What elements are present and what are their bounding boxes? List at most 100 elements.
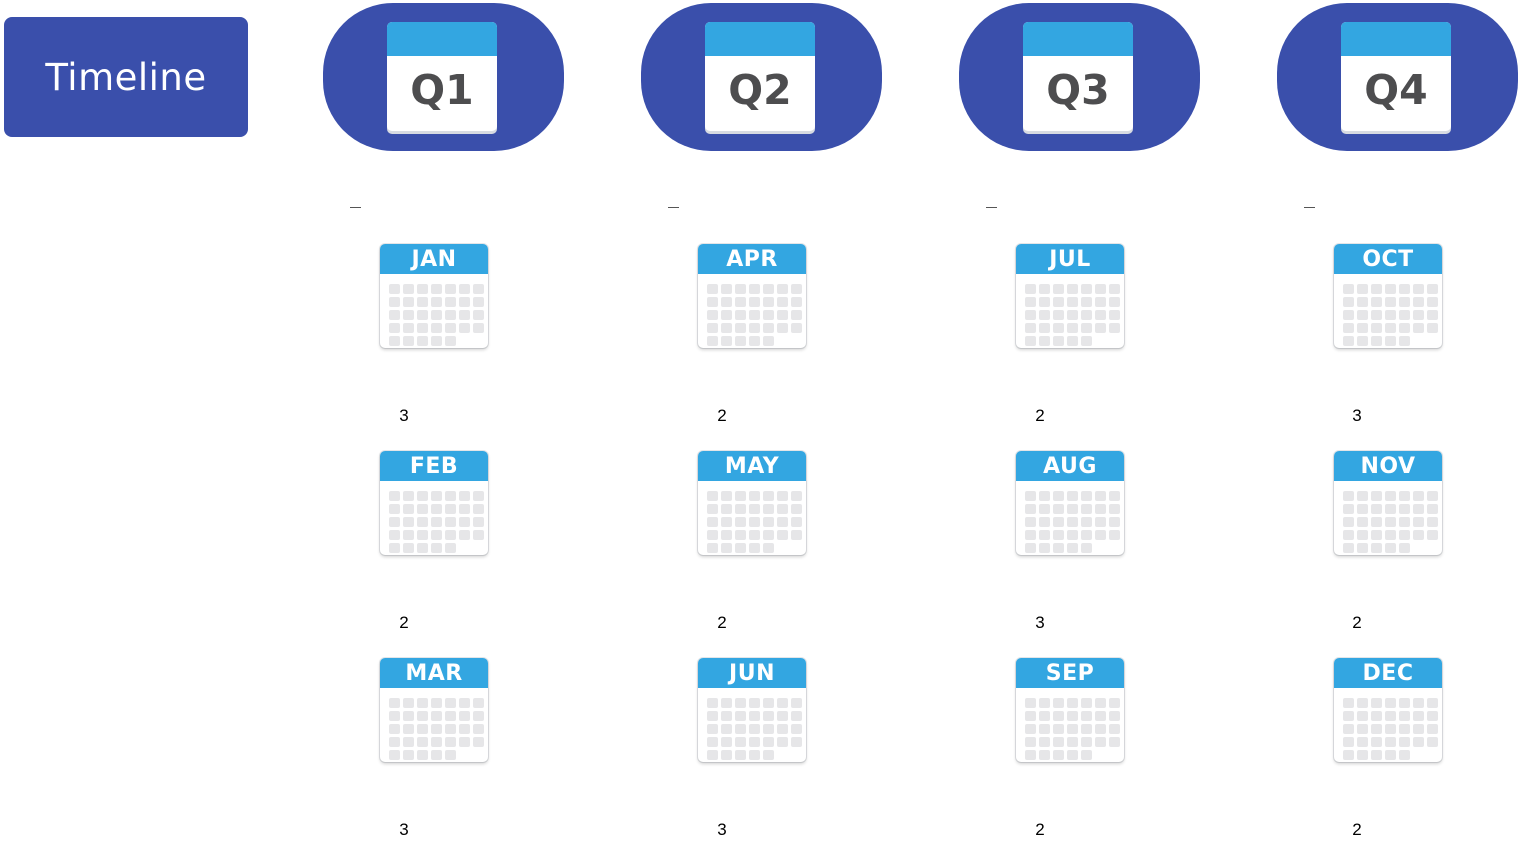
day-cell [1067,284,1078,294]
day-cell [721,284,732,294]
quarter-q3-button[interactable]: Q3 [959,3,1200,151]
month-calendar-oct[interactable]: OCT [1334,244,1442,348]
day-cell [1371,530,1382,540]
day-cell [763,517,774,527]
day-cell [721,711,732,721]
day-cell [431,711,442,721]
day-cell [777,491,788,501]
month-calendar-apr[interactable]: APR [698,244,806,348]
month-label: JAN [380,244,488,274]
day-cell [1109,698,1120,708]
month-calendar-aug[interactable]: AUG [1016,451,1124,555]
month-calendar-dec[interactable]: DEC [1334,658,1442,762]
day-cell [791,297,802,307]
day-cell [1357,724,1368,734]
day-cell [1357,737,1368,747]
month-calendar-mar[interactable]: MAR [380,658,488,762]
day-cell [1385,491,1396,501]
month-count: 2 [399,613,409,632]
day-cell [1039,724,1050,734]
day-cell [1343,491,1354,501]
day-cell [777,504,788,514]
quarter-label: Q4 [1364,66,1428,114]
day-cell [791,284,802,294]
day-cell [1039,543,1050,553]
day-cell [721,517,732,527]
day-cell [417,543,428,553]
month-calendar-sep[interactable]: SEP [1016,658,1124,762]
month-label: AUG [1016,451,1124,481]
day-cell [445,750,456,760]
day-cell [1427,323,1438,333]
day-cell [417,711,428,721]
day-cell [1371,336,1382,346]
day-cell [721,724,732,734]
day-cell [1053,698,1064,708]
quarter-q2-button[interactable]: Q2 [641,3,882,151]
day-cell [1039,711,1050,721]
day-cell [389,310,400,320]
day-cell [1357,491,1368,501]
day-cell [721,491,732,501]
day-cell [445,336,456,346]
month-calendar-jul[interactable]: JUL [1016,244,1124,348]
day-cell [417,530,428,540]
day-cell [777,284,788,294]
timeline-button[interactable]: Timeline [4,17,248,137]
day-cell [389,323,400,333]
day-cell [403,310,414,320]
month-label: MAR [380,658,488,688]
day-cell [707,737,718,747]
day-cell [707,323,718,333]
day-cell [459,310,470,320]
calendar-grid-icon [1016,688,1124,760]
day-cell [445,284,456,294]
day-cell [1053,543,1064,553]
day-cell [1399,310,1410,320]
month-calendar-feb[interactable]: FEB [380,451,488,555]
day-cell [1053,530,1064,540]
day-cell [1067,491,1078,501]
day-cell [749,711,760,721]
calendar-grid-icon [380,688,488,760]
day-cell [1399,323,1410,333]
month-calendar-jun[interactable]: JUN [698,658,806,762]
day-cell [1067,504,1078,514]
day-cell [1095,517,1106,527]
month-calendar-nov[interactable]: NOV [1334,451,1442,555]
day-cell [1109,310,1120,320]
day-cell [1399,284,1410,294]
day-cell [1413,323,1424,333]
day-cell [1343,698,1354,708]
day-cell [777,711,788,721]
month-calendar-may[interactable]: MAY [698,451,806,555]
quarter-q4-button[interactable]: Q4 [1277,3,1518,151]
day-cell [707,543,718,553]
day-cell [791,517,802,527]
month-count: 3 [1352,406,1362,425]
day-cell [721,750,732,760]
day-cell [1427,711,1438,721]
day-cell [735,750,746,760]
day-cell [1427,737,1438,747]
day-cell [445,491,456,501]
day-cell [1385,504,1396,514]
divider [350,207,361,208]
month-calendar-jan[interactable]: JAN [380,244,488,348]
day-cell [1039,517,1050,527]
month-count: 2 [717,406,727,425]
day-cell [403,491,414,501]
day-cell [1053,284,1064,294]
day-cell [1343,323,1354,333]
day-cell [1343,724,1354,734]
day-cell [1025,517,1036,527]
day-cell [417,517,428,527]
day-cell [1399,491,1410,501]
day-cell [1385,711,1396,721]
day-cell [1109,517,1120,527]
quarter-q1-button[interactable]: Q1 [323,3,564,151]
day-cell [403,737,414,747]
day-cell [1427,310,1438,320]
day-cell [1067,543,1078,553]
day-cell [389,491,400,501]
